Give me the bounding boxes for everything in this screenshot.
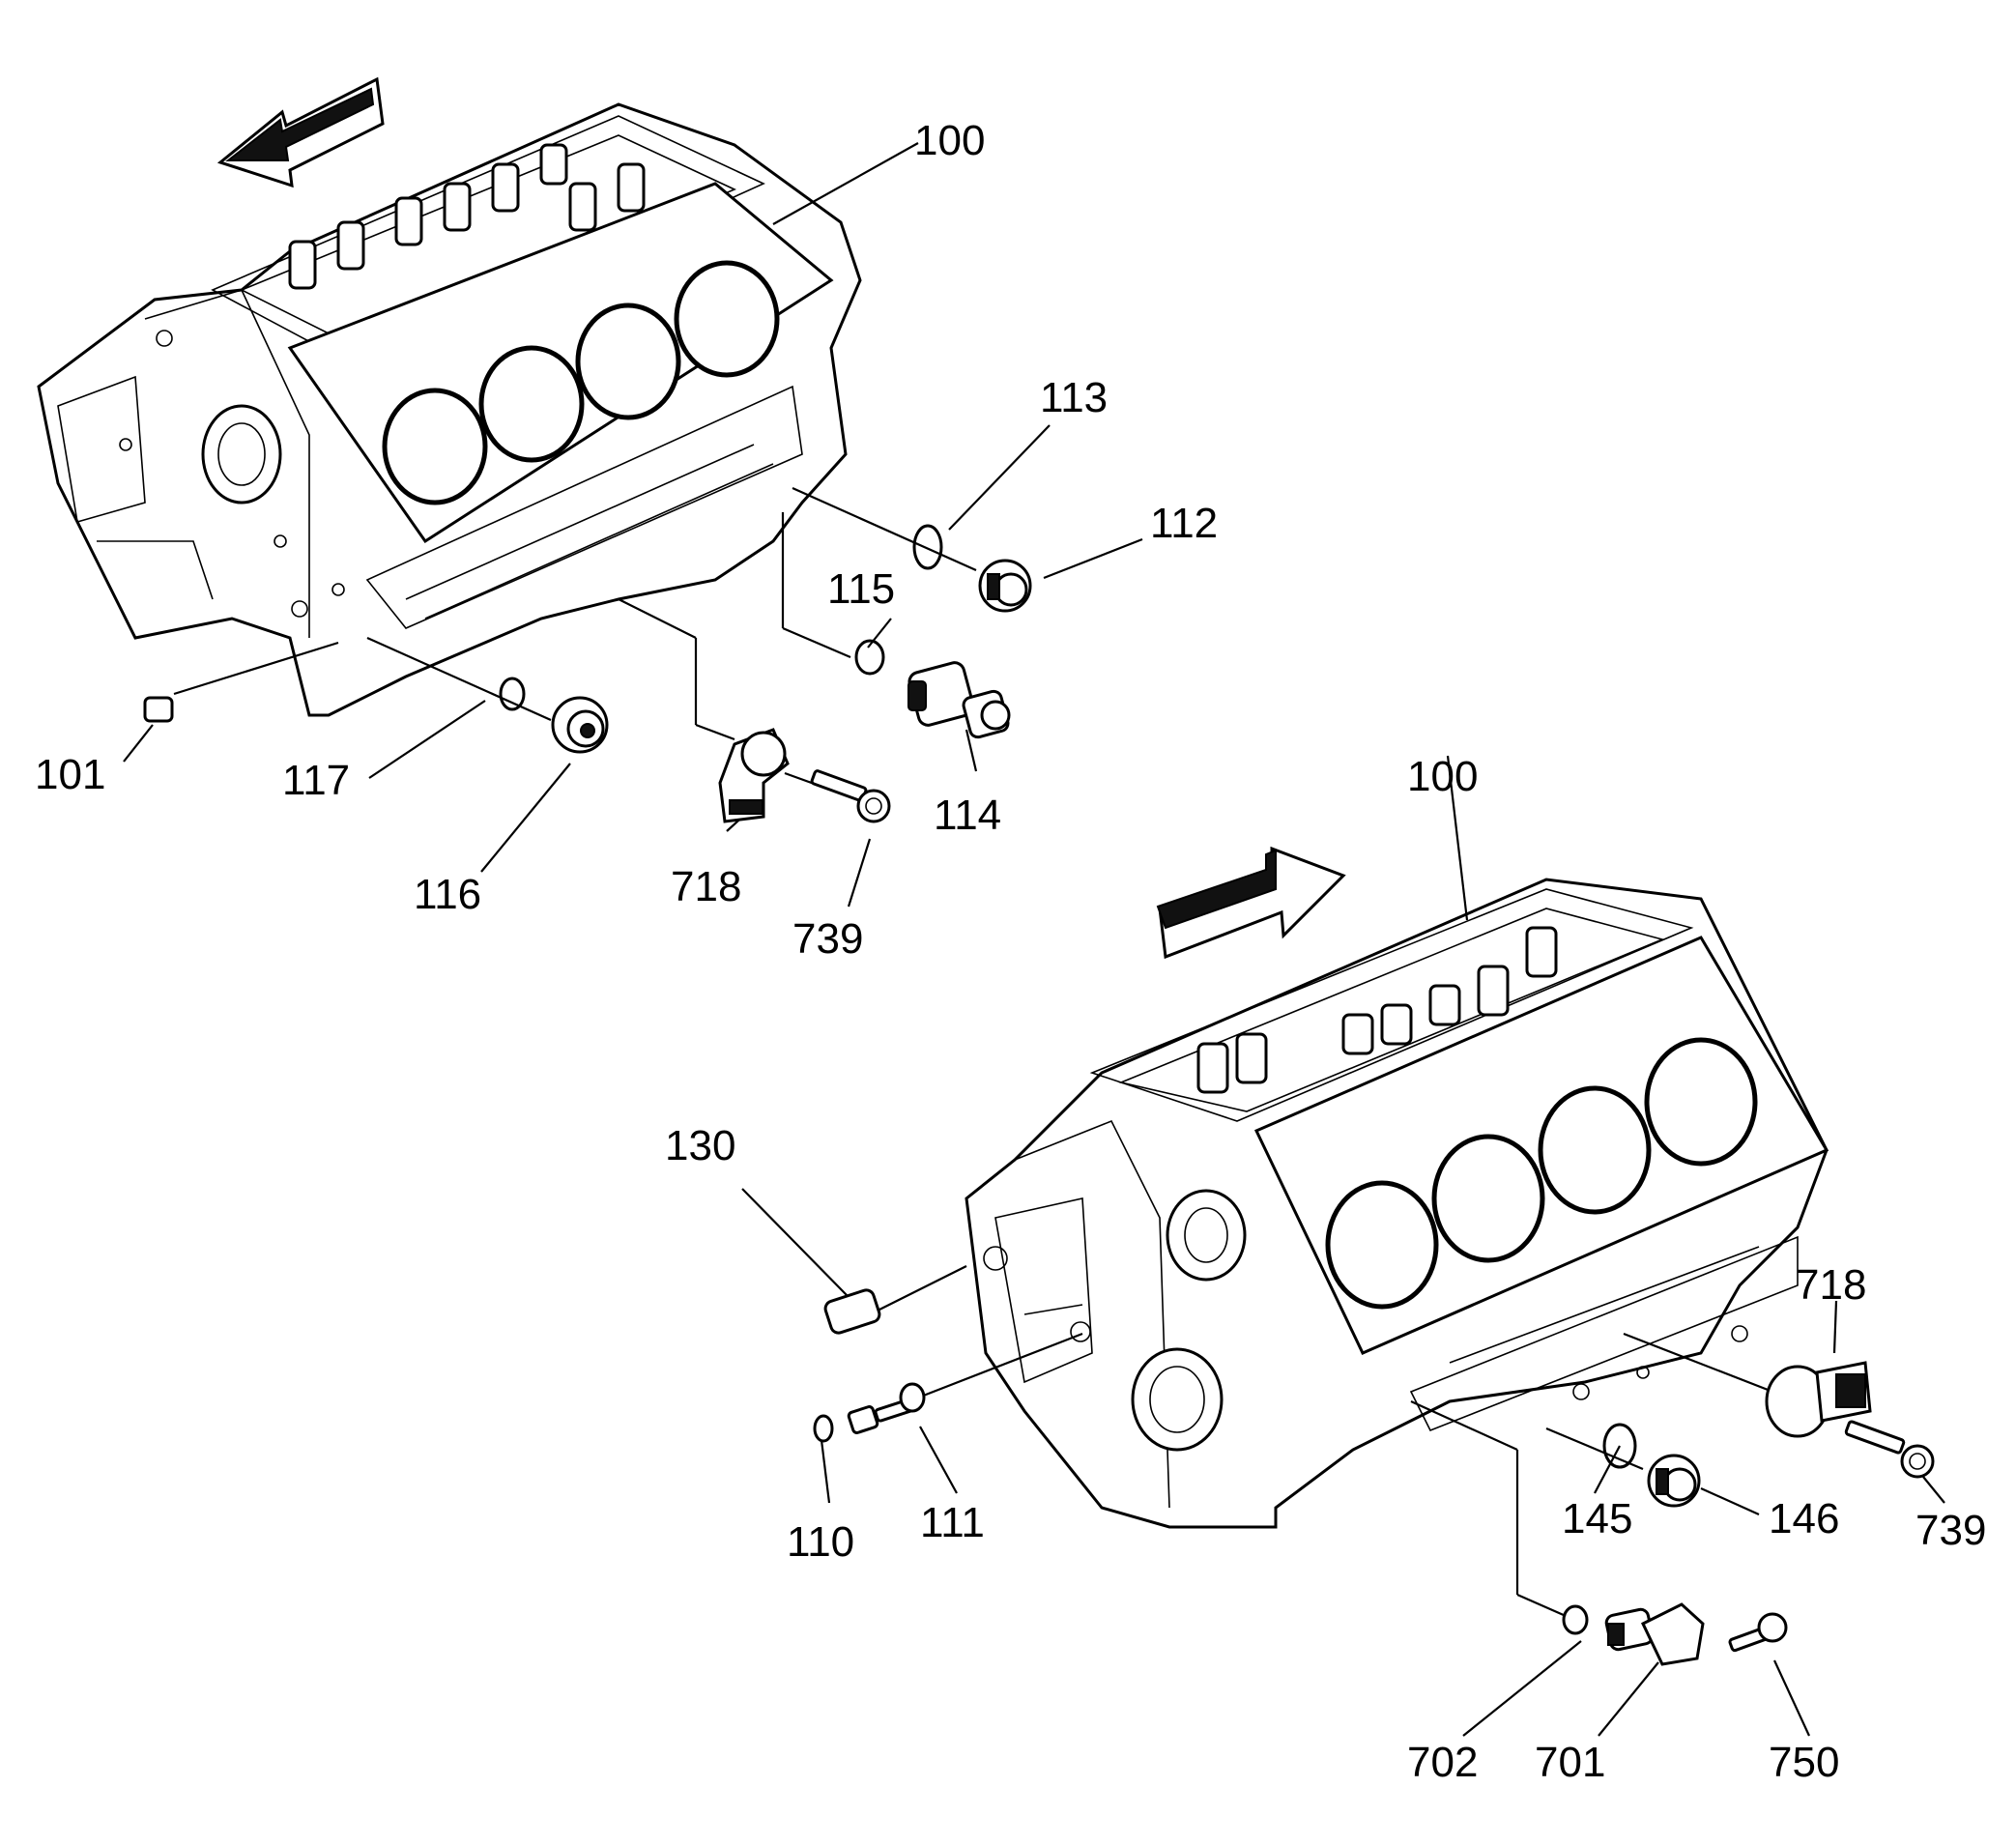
callout-115: 115 [827, 565, 895, 613]
callout-718-top: 718 [671, 863, 741, 910]
cylinder-bores-top [382, 260, 780, 505]
bottom-callouts: 100 130 110 111 718 739 145 146 702 701 … [665, 753, 1986, 1786]
callout-114: 114 [934, 792, 1001, 839]
front-direction-arrow-icon-bottom [1156, 846, 1346, 960]
callout-113: 113 [1040, 374, 1108, 421]
callout-739-top: 739 [792, 915, 863, 963]
top-callouts: 100 113 112 115 114 117 101 116 718 739 [35, 117, 1218, 963]
lifter-bosses [288, 143, 646, 290]
callout-750: 750 [1769, 1739, 1839, 1786]
oring-115 [854, 639, 885, 676]
top-engine-view: 100 113 112 115 114 117 101 116 718 739 [35, 76, 1218, 963]
knock-sensor-718-top [718, 728, 790, 823]
callout-739-bottom: 739 [1915, 1507, 1986, 1554]
callout-110: 110 [787, 1518, 854, 1566]
callout-116: 116 [414, 871, 481, 918]
bolt-739-top [784, 769, 891, 823]
top-leader-lines [123, 142, 1143, 908]
oring-702 [1562, 1604, 1589, 1635]
knock-sensor-718-bottom [1765, 1361, 1872, 1438]
callout-701: 701 [1535, 1739, 1605, 1786]
sensor-701 [1604, 1602, 1705, 1666]
engine-block-100-top [37, 102, 862, 717]
plug-130 [823, 1288, 881, 1335]
bolt-111 [847, 1382, 926, 1434]
callout-101: 101 [35, 751, 105, 798]
engine-block-100-bottom [965, 878, 1829, 1529]
plug-101 [143, 696, 174, 723]
lifter-bosses-bottom [1196, 926, 1558, 1094]
callout-130: 130 [665, 1122, 735, 1169]
plug-146 [1647, 1454, 1701, 1508]
bolt-750 [1728, 1612, 1788, 1653]
bottom-leader-lines [741, 755, 1945, 1737]
oring-113 [912, 524, 943, 570]
oring-117 [499, 677, 526, 711]
oring-145 [1602, 1423, 1637, 1469]
callout-111: 111 [920, 1499, 985, 1546]
ring-110 [813, 1414, 834, 1443]
callout-112: 112 [1150, 500, 1218, 547]
sensor-114 [907, 661, 1011, 739]
callout-702: 702 [1407, 1739, 1478, 1786]
plug-112 [978, 559, 1032, 613]
front-direction-arrow-icon [216, 76, 385, 188]
plug-116 [551, 696, 609, 754]
bolt-739-bottom [1844, 1420, 1935, 1479]
callout-117: 117 [282, 757, 350, 804]
callout-100-bottom: 100 [1407, 753, 1478, 800]
callout-145: 145 [1562, 1495, 1632, 1542]
bottom-engine-view: 100 130 110 111 718 739 145 146 702 701 … [665, 753, 1986, 1786]
callout-718-bottom: 718 [1796, 1261, 1866, 1309]
cylinder-bores-bottom [1325, 1037, 1758, 1310]
callout-100-top: 100 [914, 117, 985, 164]
callout-146: 146 [1769, 1495, 1839, 1542]
